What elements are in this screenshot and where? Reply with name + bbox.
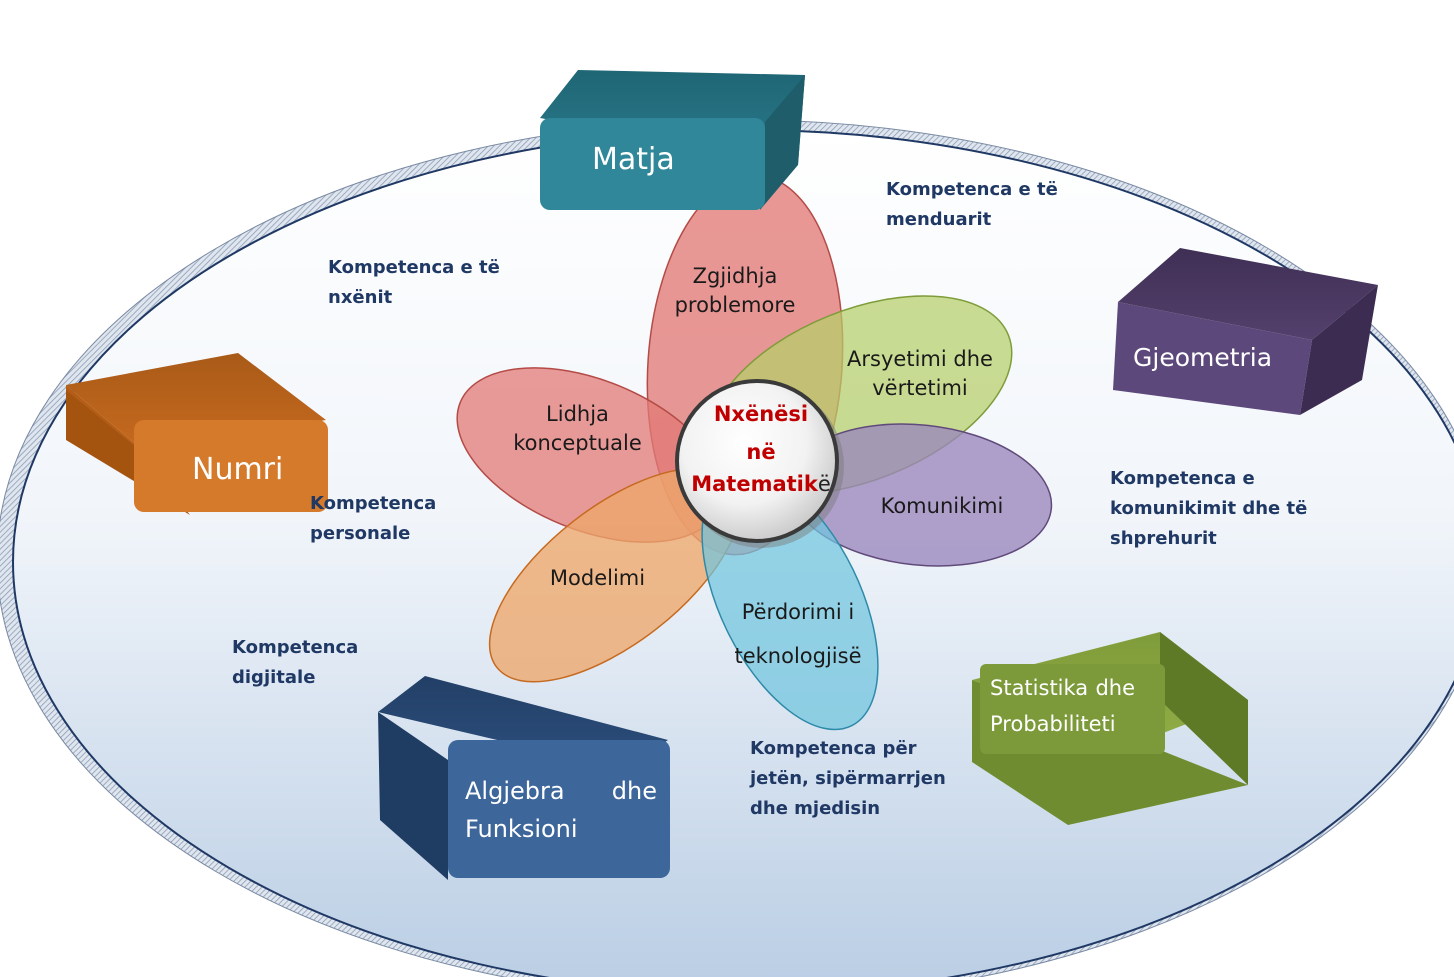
petal-label-line: konceptuale [513,431,642,455]
box-algjebra [378,676,670,880]
competence-line: Kompetenca e të [886,179,1058,200]
center-label-line1: Nxënësi [713,402,809,426]
petal-label-modeling: Modelimi [535,564,660,593]
competence-line: Kompetenca e të [328,257,500,278]
petal-label-reasoning: Arsyetimi dhe vërtetimi [815,345,1025,403]
competence-digital: Kompetenca digjitale [232,633,358,693]
competence-line: Kompetenca e [1110,468,1255,489]
competence-line: shprehurit [1110,528,1217,549]
petal-label-problem-solving: Zgjidhja problemore [660,262,810,320]
competence-communication: Kompetenca e komunikimit dhe të shprehur… [1110,464,1307,554]
center-label-tail: ë [817,472,831,496]
competence-line: personale [310,523,411,544]
competence-line: digjitale [232,667,316,688]
box-label-statistika: Statistika dhe Probabiliteti [990,670,1135,742]
box-label-word: dhe [1095,676,1135,700]
competence-line: Kompetenca [232,637,359,658]
competence-line: Kompetenca [310,493,437,514]
box-label-gjeometria: Gjeometria [1133,343,1273,372]
center-label-bold: Matematik [691,472,818,496]
petal-label-technology: Përdorimi i teknologjisë [718,590,878,678]
box-label-numri: Numri [192,452,284,487]
competence-thinking: Kompetenca e të menduarit [886,175,1058,235]
petal-label-line: Modelimi [549,566,646,590]
box-label-algjebra-line2: Funksioni [465,815,578,843]
box-label-word: Statistika [990,676,1089,700]
center-label-line3: Matematikë [686,468,836,500]
competence-personal: Kompetenca personale [310,489,436,549]
box-matja [540,70,805,210]
petal-label-line: Arsyetimi dhe [847,347,993,371]
center-label-line2: në [746,440,776,464]
competence-line: dhe mjedisin [750,798,881,819]
box-label-statistika-line2: Probabiliteti [990,712,1116,736]
box-gjeometria [1113,248,1378,415]
competence-life: Kompetenca për jetën, sipërmarrjen dhe m… [750,734,946,824]
box-label-algjebra-line1: Algjebra dhe [465,772,657,810]
petal-label-connections: Lidhja konceptuale [495,400,660,458]
petal-label-line: problemore [674,293,796,317]
competence-line: jetën, sipërmarrjen [750,768,946,789]
box-label-matja: Matja [592,142,675,177]
box-numri [66,353,328,515]
box-label-word: dhe [611,777,657,805]
petal-label-line: vërtetimi [872,376,968,400]
competence-line: komunikimit dhe të [1110,498,1308,519]
box-label-statistika-line1: Statistika dhe [990,670,1135,706]
competence-line: nxënit [328,287,393,308]
petal-label-line: Zgjidhja [692,264,778,288]
competence-learning: Kompetenca e të nxënit [328,253,500,313]
competence-line: Kompetenca për [750,738,917,759]
petal-label-line: Komunikimi [880,494,1004,518]
center-label: Nxënësi në Matematikë [686,398,836,500]
petal-label-communication: Komunikimi [862,492,1022,521]
competence-line: menduarit [886,209,992,230]
box-label-word: Algjebra [465,777,565,805]
center-circle [675,379,839,543]
petal-label-line: teknologjisë [734,644,862,668]
box-statistika [972,632,1248,825]
petal-label-line: Lidhja [546,402,609,426]
petal-label-line: Përdorimi i [741,600,855,624]
box-label-algjebra: Algjebra dhe Funksioni [465,772,657,848]
